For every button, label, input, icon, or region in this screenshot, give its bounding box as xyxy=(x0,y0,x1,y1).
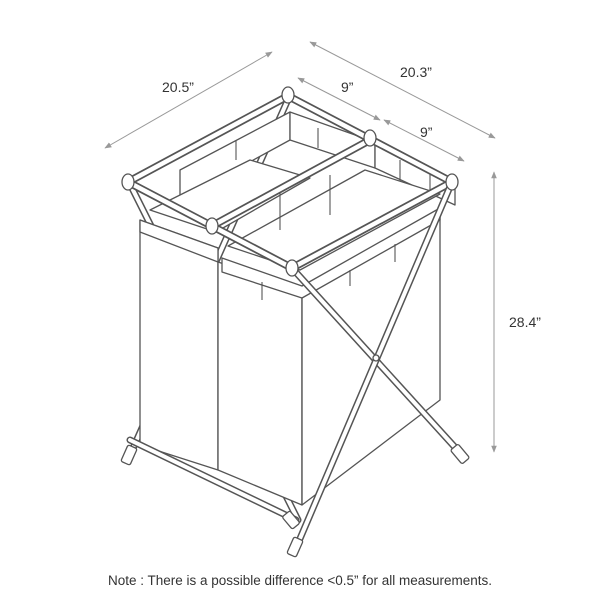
bag-left xyxy=(139,219,219,471)
compartment-1-label: 9” xyxy=(341,79,354,95)
compartment-2-label: 9” xyxy=(420,124,433,140)
frame-joints xyxy=(121,86,459,277)
dimension-lines xyxy=(104,41,497,453)
depth-label: 20.3” xyxy=(400,64,432,80)
compartment-2-dimension-line xyxy=(383,119,465,162)
frame-feet xyxy=(120,444,470,558)
measurement-note: Note : There is a possible difference <0… xyxy=(107,573,493,588)
height-label: 28.4” xyxy=(509,314,541,330)
width-label: 20.5” xyxy=(162,79,194,95)
width-dimension-line xyxy=(104,51,273,149)
compartment-1-dimension-line xyxy=(297,77,381,121)
front-frame xyxy=(126,178,466,552)
